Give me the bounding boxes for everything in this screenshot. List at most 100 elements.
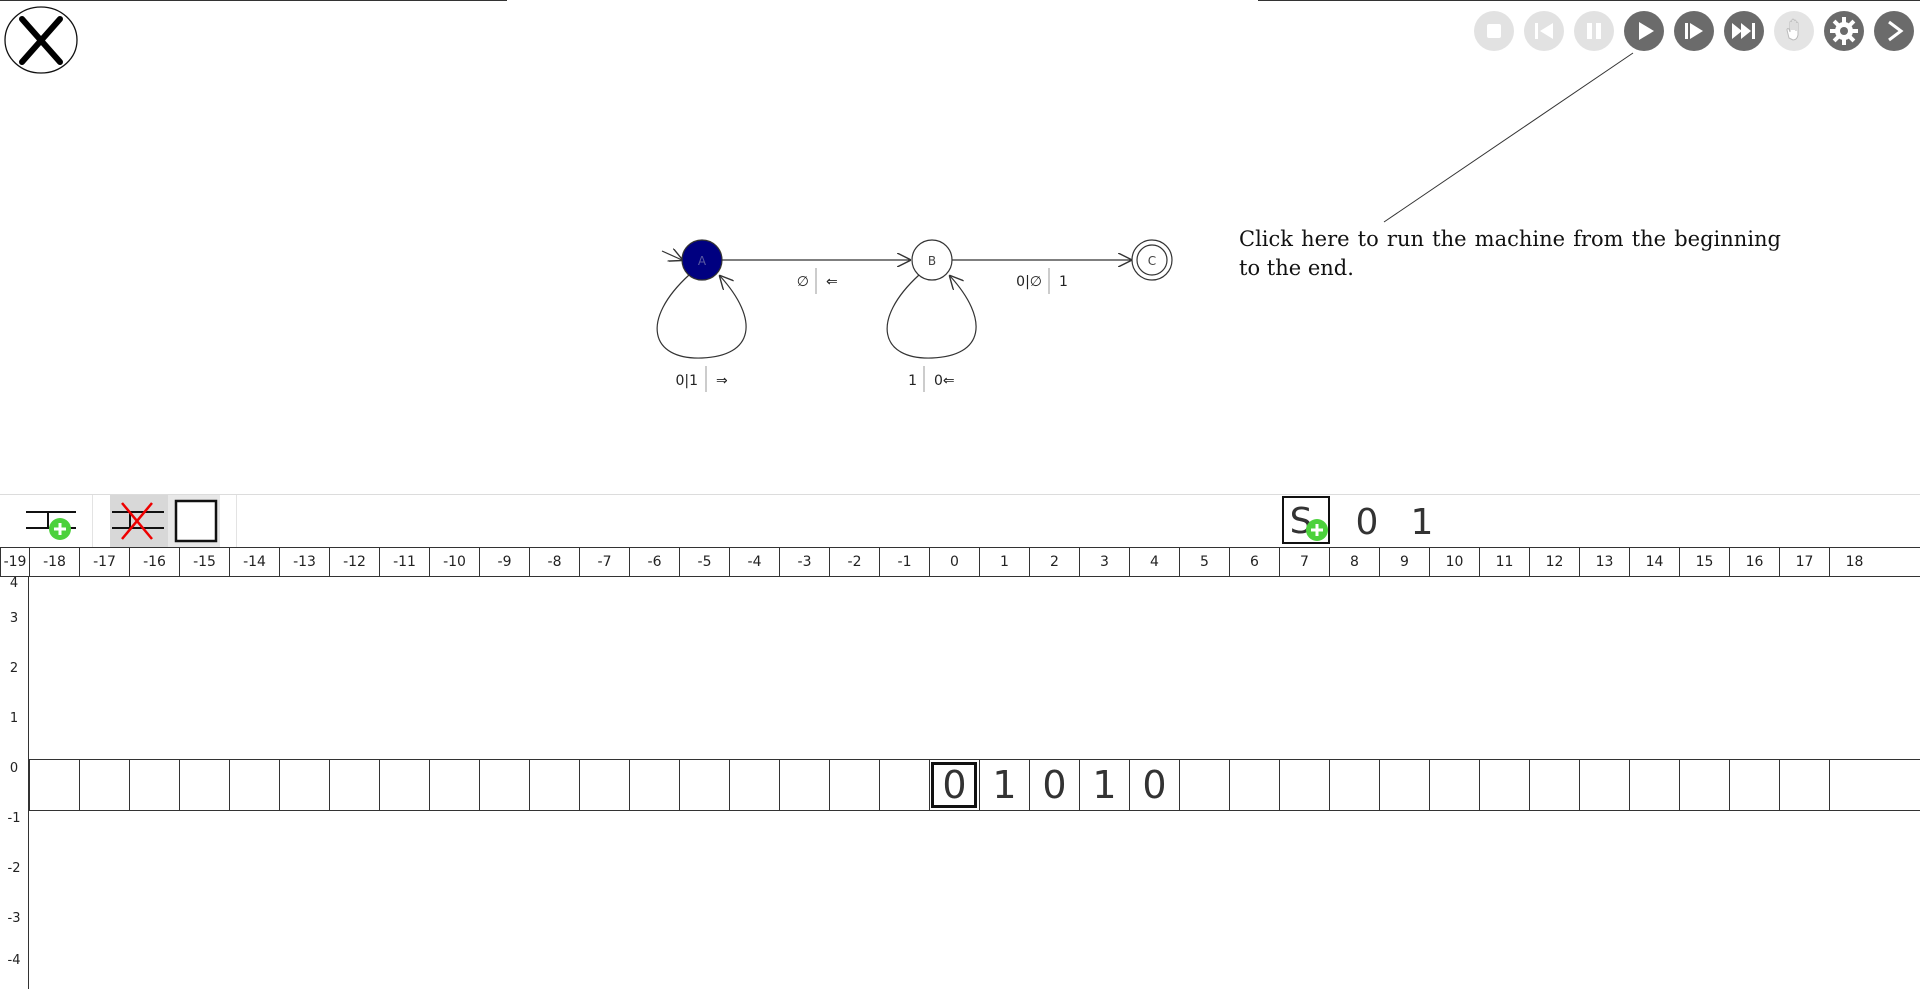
tape-cell[interactable] [1829, 760, 1879, 810]
column-label: -13 [279, 548, 329, 576]
column-label: 16 [1729, 548, 1779, 576]
tape-cell[interactable] [1729, 760, 1779, 810]
tape-cell[interactable]: 0 [1029, 760, 1079, 810]
row-label: 0 [9, 761, 19, 776]
pause-button[interactable] [1574, 11, 1614, 51]
hand-icon [1786, 18, 1799, 41]
column-label: -19 [0, 548, 29, 576]
column-label: 14 [1629, 548, 1679, 576]
add-tape-button[interactable] [20, 495, 80, 547]
state-c[interactable]: C [1131, 239, 1173, 281]
tape-cell[interactable] [429, 760, 479, 810]
column-label: -15 [179, 548, 229, 576]
run-button[interactable] [1624, 11, 1664, 51]
close-button[interactable] [4, 6, 78, 74]
tape-cell[interactable] [629, 760, 679, 810]
label-edge-b-c-move: 1 [1059, 274, 1068, 290]
tape-cell[interactable] [679, 760, 729, 810]
tape-cell[interactable] [1279, 760, 1329, 810]
column-label: 1 [979, 548, 1029, 576]
column-ruler: -19-18-17-16-15-14-13-12-11-10-9-8-7-6-5… [0, 547, 1920, 577]
tape-cell[interactable] [1229, 760, 1279, 810]
tape-cell[interactable] [1779, 760, 1829, 810]
column-label: -5 [679, 548, 729, 576]
column-label: -2 [829, 548, 879, 576]
column-label: 12 [1529, 548, 1579, 576]
label-loop-a-read: 0|1 [675, 373, 698, 389]
tape-cell[interactable] [1429, 760, 1479, 810]
label-loop-a[interactable]: 0|1 ⇒ [675, 366, 728, 392]
tape-cell[interactable] [1579, 760, 1629, 810]
column-label: 10 [1429, 548, 1479, 576]
tape-cell[interactable] [1379, 760, 1429, 810]
row-label: 4 [9, 576, 19, 591]
label-edge-b-c[interactable]: 0|∅ 1 [1016, 268, 1068, 294]
tape-cell[interactable] [1529, 760, 1579, 810]
step-back-button[interactable] [1524, 11, 1564, 51]
column-label: -11 [379, 548, 429, 576]
pause-icon [1587, 23, 1601, 39]
hint-pointer-line [1383, 52, 1634, 223]
tape-cell[interactable] [1329, 760, 1379, 810]
state-a-label: A [698, 254, 707, 268]
state-b[interactable]: B [911, 239, 953, 281]
row-label: 3 [9, 611, 19, 626]
state-a[interactable]: A [681, 239, 723, 281]
step-back-icon [1535, 23, 1553, 39]
tape-cell[interactable] [1629, 760, 1679, 810]
tape-cell[interactable]: 0 [1129, 760, 1179, 810]
remove-tape-button[interactable] [110, 495, 168, 547]
column-label: -9 [479, 548, 529, 576]
step-forward-button[interactable] [1674, 11, 1714, 51]
tape-cell[interactable] [479, 760, 529, 810]
tape-cell[interactable] [379, 760, 429, 810]
tape-cell[interactable] [279, 760, 329, 810]
top-rule-right [1258, 0, 1920, 1]
tape-cell[interactable] [29, 760, 79, 810]
alphabet-symbol[interactable]: 1 [1410, 502, 1434, 543]
column-label: 2 [1029, 548, 1079, 576]
column-label: -18 [29, 548, 79, 576]
settings-button[interactable] [1824, 11, 1864, 51]
loop-b[interactable] [886, 275, 977, 359]
tape-cell[interactable] [179, 760, 229, 810]
play-icon [1639, 22, 1654, 40]
chevron-right-icon [1888, 20, 1904, 42]
tape-cell[interactable] [529, 760, 579, 810]
grab-button[interactable] [1774, 11, 1814, 51]
blank-symbol-button[interactable] [168, 495, 220, 547]
tape-cell[interactable] [28, 760, 29, 810]
label-loop-b-move: 0⇐ [934, 373, 955, 389]
state-b-label: B [928, 254, 936, 268]
label-loop-b[interactable]: 1 0⇐ [908, 366, 955, 392]
column-label: 13 [1579, 548, 1629, 576]
next-button[interactable] [1874, 11, 1914, 51]
tape-cell[interactable]: 1 [1079, 760, 1129, 810]
tape-cell[interactable] [329, 760, 379, 810]
tape-cell[interactable] [1679, 760, 1729, 810]
tape-cell-head[interactable]: 0 [929, 760, 979, 810]
tape-cell[interactable] [829, 760, 879, 810]
fast-forward-button[interactable] [1724, 11, 1764, 51]
stop-button[interactable] [1474, 11, 1514, 51]
tape-cell[interactable] [129, 760, 179, 810]
tape-cell[interactable] [729, 760, 779, 810]
column-label: 3 [1079, 548, 1129, 576]
tape-cell[interactable]: 1 [979, 760, 1029, 810]
tape-cell[interactable] [1479, 760, 1529, 810]
tape-cell[interactable] [779, 760, 829, 810]
tape-cell[interactable] [1179, 760, 1229, 810]
column-label: -17 [79, 548, 129, 576]
tape-cell[interactable] [79, 760, 129, 810]
loop-a[interactable] [656, 275, 747, 359]
label-edge-a-b-move: ⇐ [826, 274, 838, 290]
tape-cell[interactable] [879, 760, 929, 810]
column-label: 11 [1479, 548, 1529, 576]
column-label: -6 [629, 548, 679, 576]
alphabet-symbol[interactable]: 0 [1355, 502, 1379, 543]
add-symbol-button[interactable]: S [1281, 495, 1333, 547]
label-edge-a-b[interactable]: ∅ ⇐ [797, 268, 838, 294]
tape-cell[interactable] [229, 760, 279, 810]
tape-cell[interactable] [579, 760, 629, 810]
